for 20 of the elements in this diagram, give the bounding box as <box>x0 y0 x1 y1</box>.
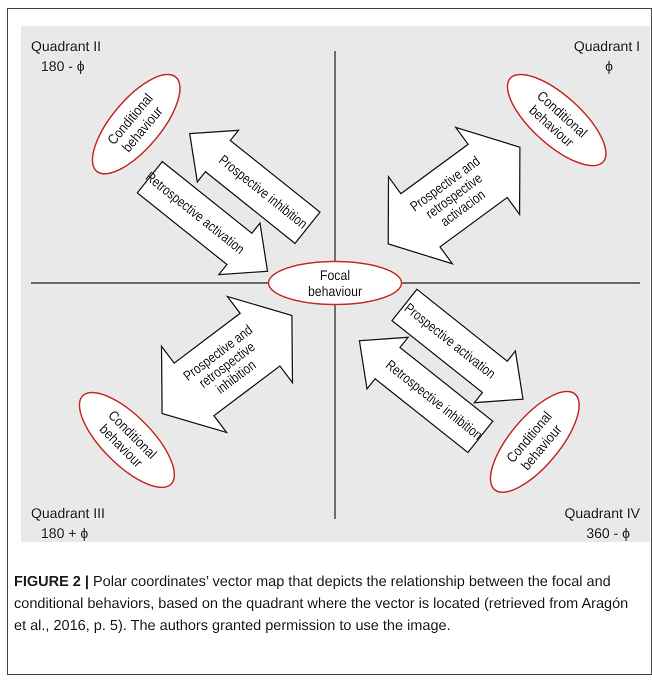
ellipse-node <box>506 72 608 168</box>
angle-label: 180 + ϕ <box>41 525 88 542</box>
quadrant-label: Quadrant IV <box>564 505 640 522</box>
quadrant-label: Quadrant I <box>574 38 640 55</box>
block-arrow <box>136 160 268 276</box>
angle-label: 180 - ϕ <box>41 58 85 75</box>
block-arrow <box>358 336 494 454</box>
figure-caption: FIGURE 2 | Polar coordinates’ vector map that depicts the relationship between the focal and conditional behaviors, based on the quadrant where the vector is located (retrieved from Aragón et al., 2016, p. 5). The authors granted permission to use the image. <box>14 573 630 636</box>
block-arrow <box>391 288 524 404</box>
quadrant-label: Quadrant II <box>31 38 102 55</box>
angle-label: ϕ <box>605 58 613 75</box>
ellipse-node <box>267 260 403 306</box>
angle-label: 360 - ϕ <box>586 525 630 542</box>
block-arrow <box>188 130 321 244</box>
quadrant-label: Quadrant III <box>31 505 105 522</box>
ellipse-node <box>78 391 176 489</box>
node-text: Focal behaviour <box>306 267 364 299</box>
ellipse-node <box>489 390 581 494</box>
block-arrow <box>388 126 521 265</box>
block-arrow <box>160 295 294 434</box>
